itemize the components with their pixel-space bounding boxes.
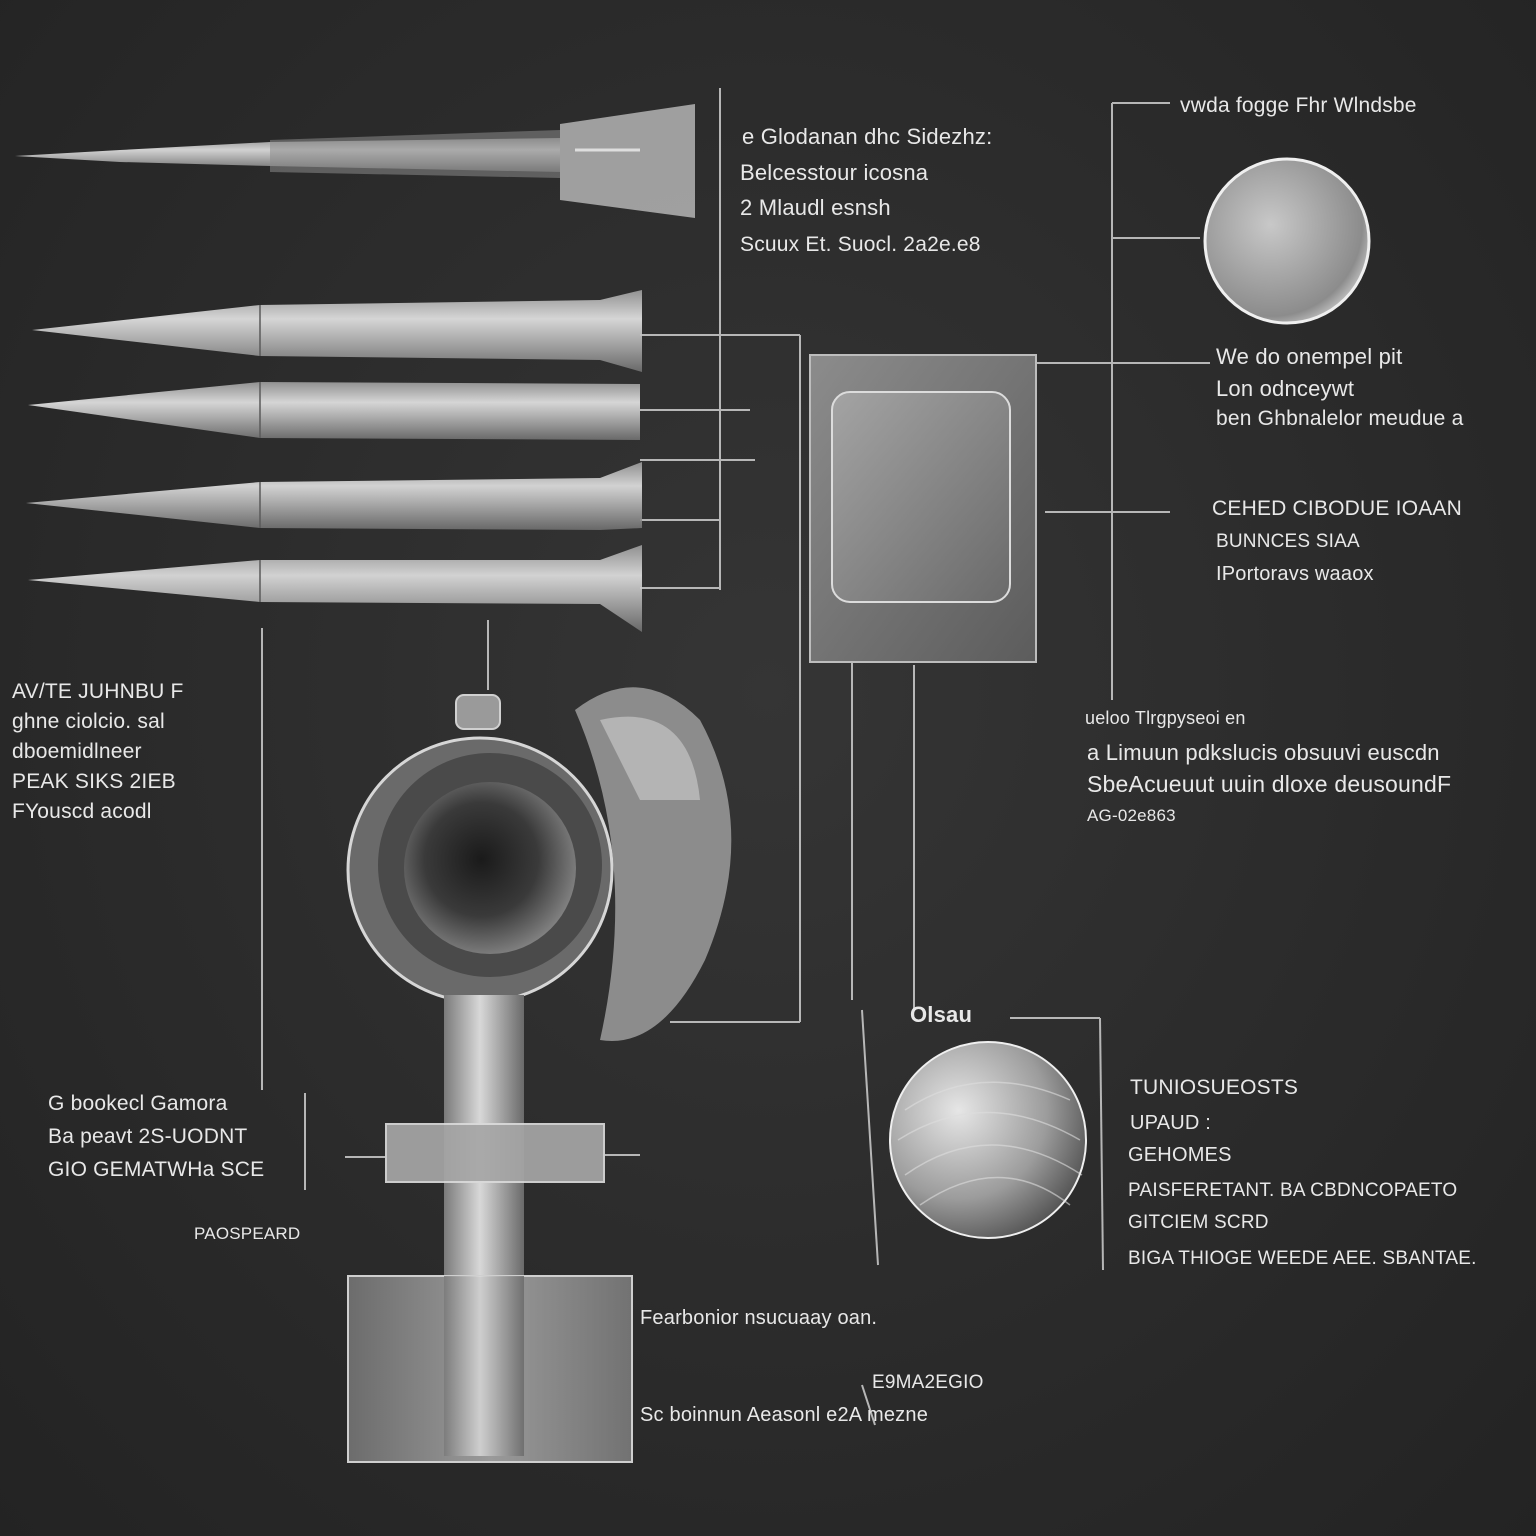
note-f-line-3: SbeAcueuut uuin dloxe deusoundF [1087,771,1452,797]
note-k-label: Fearbonior nsucuaay oan. [640,1307,878,1329]
disc-sample [1203,157,1371,325]
note-f-line-2: a Limuun pdkslucis obsuuvi euscdn [1087,740,1440,765]
probe-instrument [15,104,695,218]
plate-module [809,354,1037,663]
note-i-line-2: Ba peavt 2S-UODNT [48,1125,248,1148]
note-c-line-2: Lon odnceywt [1216,376,1355,401]
note-m-label: Sc boinnun Aeasonl e2A mezne [640,1404,929,1426]
note-e-line-1: AV/TE JUHNBU F [12,680,184,703]
note-j-label: PAOSPEARD [194,1224,301,1243]
note-g-title: Olsau [910,1002,973,1027]
note-e-line-2: ghne ciolcio. sal [12,710,165,733]
note-h-line-4: PAISFERETANT. BA CBDNCOPAETO [1128,1180,1458,1201]
note-f-line-4: AG-02e863 [1087,806,1176,825]
note-h-line-6: BIGA THIOGE WEEDE AEE. SBANTAE. [1128,1248,1477,1269]
note-h-line-5: GITCIEM SCRD [1128,1212,1269,1233]
note-f-line-1: ueloo Tlrgpyseoi en [1085,708,1246,728]
note-c-line-3: ben Ghbnalelor meudue a [1216,407,1464,430]
note-i-line-1: G bookecl Gamora [48,1092,228,1115]
projectile-stack [26,290,642,632]
note-c-line-1: We do onempel pit [1216,344,1403,369]
note-e-line-4: PEAK SIKS 2IEB [12,770,176,793]
note-e-line-5: FYouscd acodl [12,800,152,823]
note-a-line-3: 2 Mlaudl esnsh [740,195,891,220]
note-h-line-3: GEHOMES [1128,1144,1232,1166]
note-d-line-2: BUNNCES SIAA [1216,531,1360,552]
note-d-line-1: CEHED CIBODUE IOAAN [1212,497,1463,520]
lens-assembly [346,687,732,1041]
note-h-line-1: TUNIOSUEOSTS [1130,1076,1299,1099]
sphere-sample [889,1041,1087,1239]
support-post [347,995,633,1463]
note-l-code: E9MA2EGIO [872,1372,984,1393]
note-b-title: vwda fogge Fhr Wlndsbe [1180,94,1417,117]
note-a-line-1: e Glodanan dhc Sidezhz: [742,124,993,149]
note-d-line-3: IPortoravs waaox [1216,563,1374,585]
note-e-line-3: dboemidlneer [12,740,142,763]
note-i-line-3: GIO GEMATWHa SCE [48,1158,265,1181]
note-h-line-2: UPAUD : [1130,1112,1212,1134]
note-a-line-4: Scuux Et. Suocl. 2a2e.e8 [740,233,981,256]
note-a-line-2: Belcesstour icosna [740,160,929,185]
leader-lines [261,88,1210,1426]
